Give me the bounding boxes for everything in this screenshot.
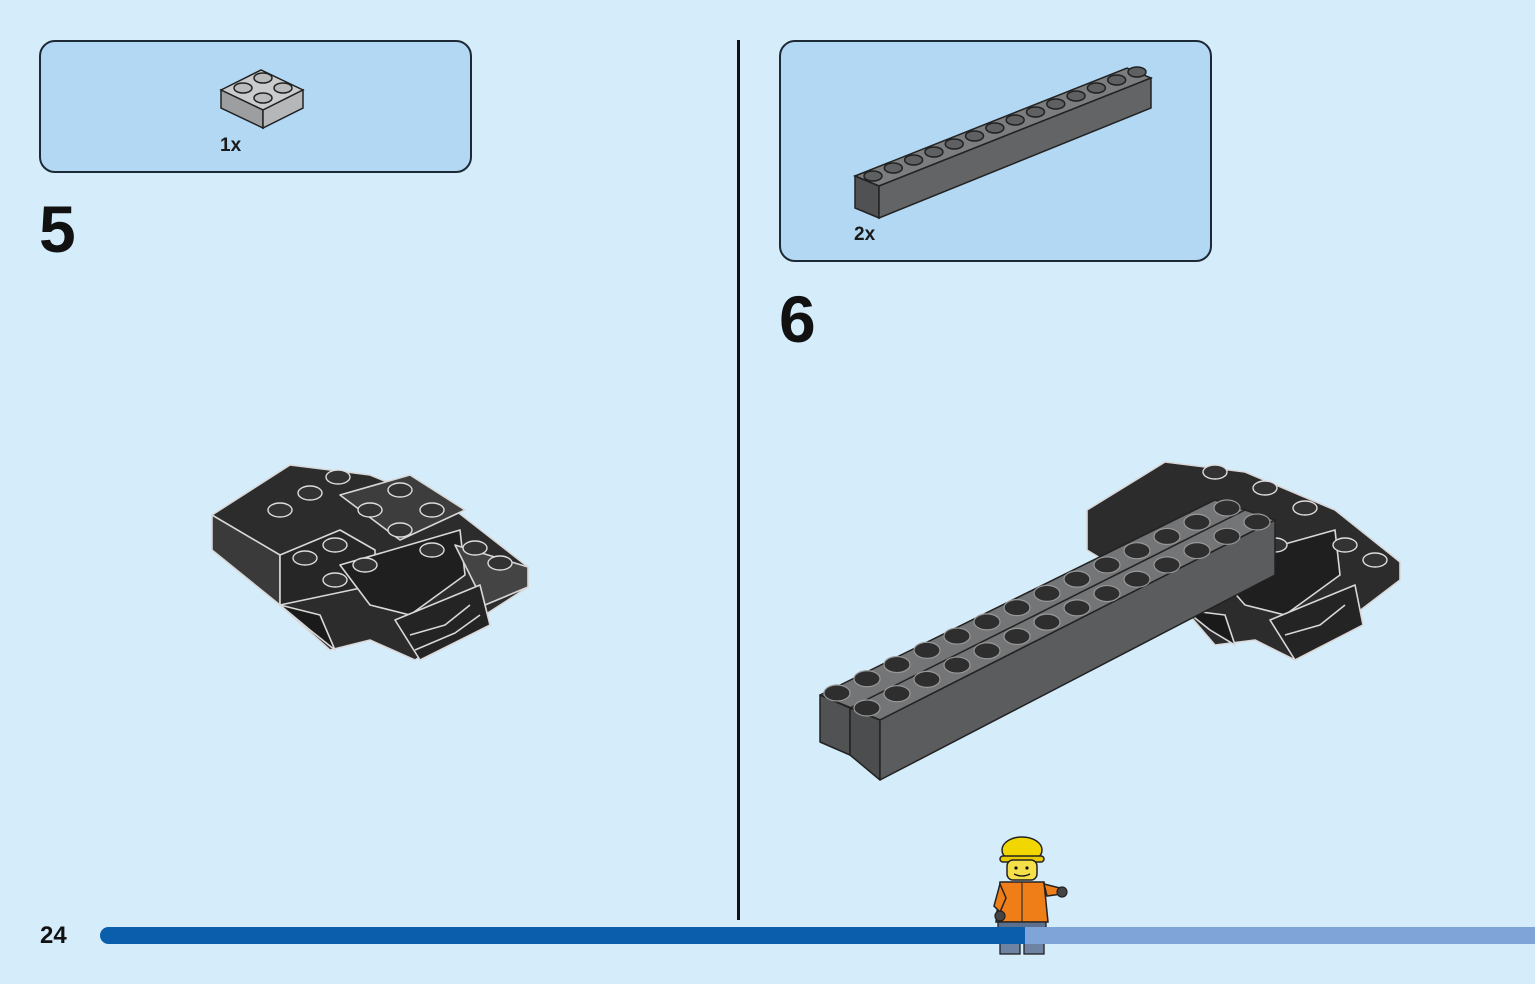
step5-parts-box: 1x xyxy=(39,40,472,173)
brick-stud xyxy=(964,130,985,142)
brick-stud xyxy=(1123,542,1151,560)
brick-stud xyxy=(1127,66,1147,78)
brick-stud xyxy=(973,642,1001,660)
brick-stud xyxy=(1123,570,1151,588)
brick-stud xyxy=(944,138,964,150)
step6-part-quantity: 2x xyxy=(854,224,876,245)
brick-stud xyxy=(1066,90,1086,102)
brick-stud xyxy=(1063,570,1091,588)
brick-stud xyxy=(1025,106,1046,118)
brick-stud xyxy=(913,641,941,659)
brick-stud xyxy=(863,170,883,182)
step5-part-quantity: 1x xyxy=(220,135,242,156)
brick-1x14-icon xyxy=(853,66,1153,220)
brick-stud xyxy=(943,656,971,674)
brick-stud xyxy=(1106,74,1127,86)
progress-bar-complete xyxy=(100,927,1025,944)
brick-stud xyxy=(883,655,911,674)
brick-stud xyxy=(1033,613,1061,631)
brick-stud xyxy=(1213,499,1241,517)
brick-stud xyxy=(985,122,1005,134)
brick-stud xyxy=(1086,82,1107,94)
brick-stud xyxy=(1153,527,1181,546)
brick-stud xyxy=(1183,542,1211,560)
train-bogie-assembly-with-bricks xyxy=(819,461,1401,781)
brick-stud xyxy=(883,162,904,174)
brick-stud xyxy=(1003,599,1031,617)
brick-stud xyxy=(943,627,971,645)
brick-stud xyxy=(1093,584,1121,603)
brick-stud xyxy=(853,670,881,688)
plate-2x2-icon xyxy=(219,69,305,130)
step6-number: 6 xyxy=(779,282,816,356)
brick-stud xyxy=(883,685,911,703)
step5-number: 5 xyxy=(39,192,76,266)
brick-stud xyxy=(1213,527,1241,545)
progress-bar-remaining xyxy=(1025,927,1535,944)
brick-stud xyxy=(973,613,1001,631)
brick-stud xyxy=(1153,556,1181,574)
brick-stud xyxy=(1005,114,1025,126)
brick-stud xyxy=(903,154,924,166)
brick-stud xyxy=(1033,584,1061,602)
page-divider xyxy=(737,40,740,920)
brick-stud xyxy=(1093,556,1121,574)
brick-stud xyxy=(853,699,881,717)
train-bogie-assembly xyxy=(211,464,529,661)
brick-stud xyxy=(1063,599,1091,617)
brick-stud xyxy=(913,670,941,688)
brick-stud xyxy=(1243,513,1271,531)
step6-parts-box: 2x xyxy=(779,40,1212,262)
brick-stud xyxy=(1183,513,1211,531)
brick-stud xyxy=(924,146,944,158)
brick-stud xyxy=(1003,627,1031,646)
page-number: 24 xyxy=(40,922,67,949)
brick-stud xyxy=(1046,98,1066,110)
brick-stud xyxy=(823,684,851,702)
